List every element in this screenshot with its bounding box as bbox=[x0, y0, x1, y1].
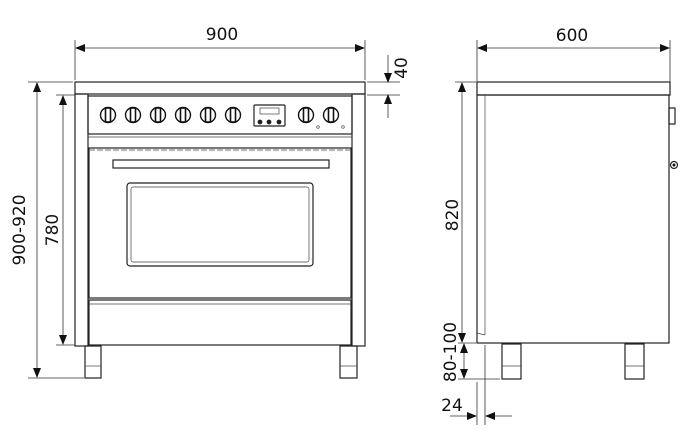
timer-button bbox=[257, 119, 263, 125]
control-knob bbox=[99, 106, 117, 124]
body-height-label: 780 bbox=[43, 214, 63, 246]
display-screen bbox=[259, 107, 280, 115]
side-view bbox=[476, 81, 679, 380]
total-height-label: 900-920 bbox=[10, 194, 30, 265]
oven-door-handle bbox=[112, 159, 330, 169]
indicator-light bbox=[316, 125, 320, 129]
side-knob bbox=[668, 107, 676, 125]
depth-label: 600 bbox=[556, 26, 588, 46]
side-body bbox=[476, 94, 670, 344]
indicator-light bbox=[341, 125, 345, 129]
control-knob bbox=[322, 106, 340, 124]
side-foot-rear bbox=[624, 343, 645, 380]
foot-left bbox=[84, 345, 102, 379]
foot-right bbox=[339, 345, 358, 379]
left-side-panel bbox=[74, 93, 89, 347]
side-worktop bbox=[476, 81, 671, 96]
control-knob bbox=[149, 106, 167, 124]
display-timer bbox=[253, 104, 286, 127]
timer-button bbox=[266, 119, 272, 125]
feet-height-label: 80-100 bbox=[441, 322, 461, 382]
control-panel bbox=[87, 95, 353, 135]
control-knob bbox=[199, 106, 217, 124]
side-handle-mount bbox=[669, 160, 679, 170]
worktop bbox=[74, 81, 366, 95]
control-knob bbox=[124, 106, 142, 124]
control-knob bbox=[297, 106, 315, 124]
side-height-label: 820 bbox=[443, 199, 463, 231]
control-knob bbox=[174, 106, 192, 124]
worktop-thickness-label: 40 bbox=[392, 57, 412, 79]
oven-window bbox=[126, 182, 314, 267]
front-dimensions: 900 40 900-920 780 bbox=[10, 25, 412, 379]
storage-drawer bbox=[88, 299, 352, 346]
front-view bbox=[74, 81, 366, 379]
front-offset-label: 24 bbox=[441, 396, 463, 416]
side-dimensions: 600 820 80-100 24 bbox=[441, 26, 671, 425]
timer-button bbox=[276, 119, 282, 125]
right-side-panel bbox=[351, 93, 366, 347]
oven-door bbox=[88, 147, 352, 299]
side-foot-front bbox=[501, 343, 522, 380]
knobs bbox=[99, 106, 340, 124]
control-knob bbox=[224, 106, 242, 124]
width-label: 900 bbox=[206, 25, 238, 45]
